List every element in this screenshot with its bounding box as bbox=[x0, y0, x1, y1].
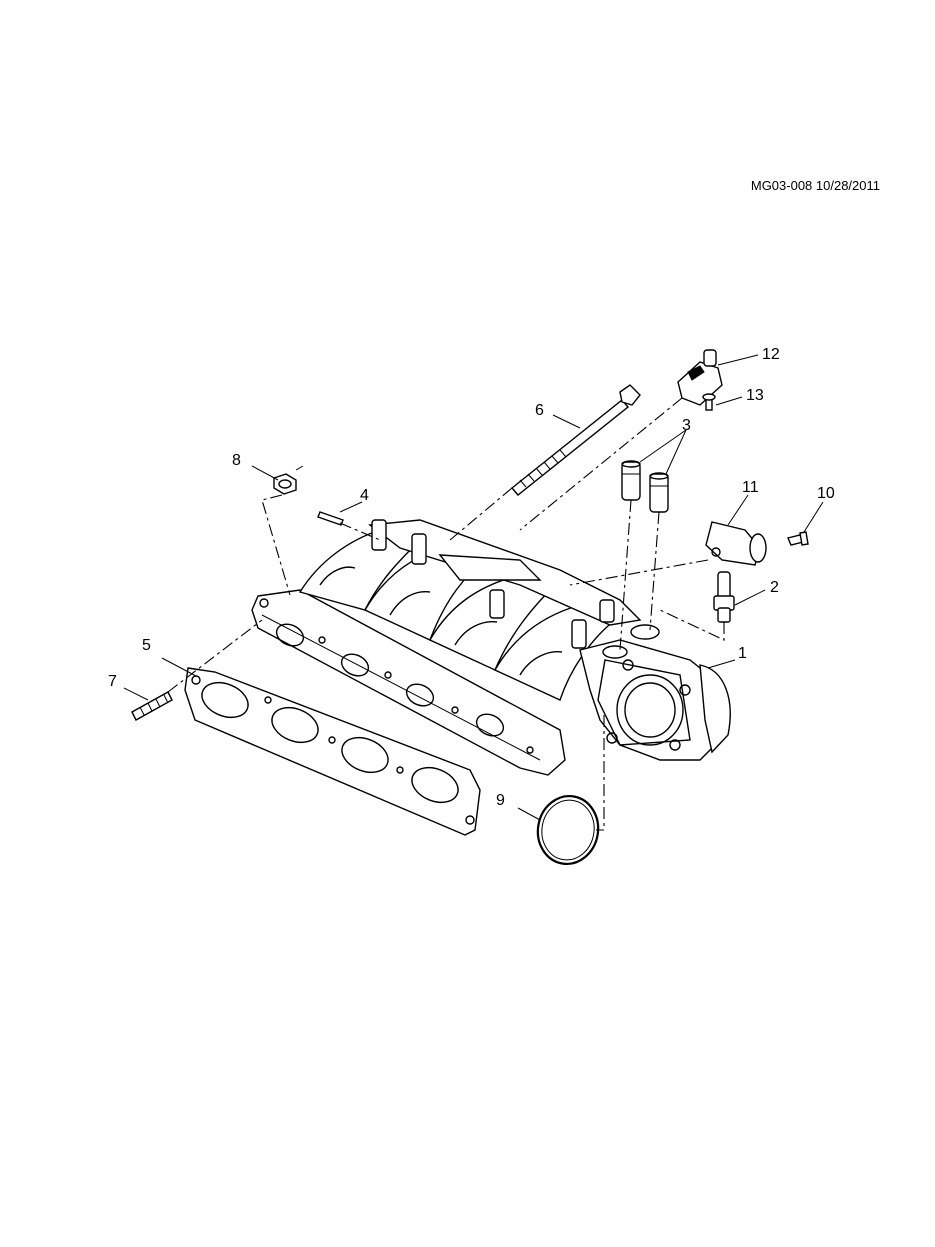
callout-6: 6 bbox=[535, 402, 544, 419]
callout-4: 4 bbox=[360, 487, 369, 504]
callout-12: 12 bbox=[762, 346, 780, 363]
callout-5: 5 bbox=[142, 637, 151, 654]
long-bolt[interactable] bbox=[510, 384, 641, 496]
injector-seals[interactable] bbox=[621, 460, 669, 513]
callout-8: 8 bbox=[232, 452, 241, 469]
assembly-lines bbox=[167, 397, 725, 831]
callout-11: 11 bbox=[742, 479, 759, 496]
vacuum-fitting[interactable] bbox=[713, 571, 735, 623]
intake-manifold[interactable] bbox=[251, 519, 731, 776]
manifold-gasket[interactable] bbox=[184, 667, 481, 836]
callout-7: 7 bbox=[108, 673, 117, 690]
callout-3: 3 bbox=[682, 417, 691, 434]
callout-10: 10 bbox=[817, 485, 835, 502]
callout-1: 1 bbox=[738, 645, 747, 662]
drawing-id-stamp: MG03-008 10/28/2011 bbox=[750, 178, 880, 193]
leader-lines bbox=[123, 354, 824, 821]
callout-2: 2 bbox=[770, 579, 779, 596]
map-sensor-bolt[interactable] bbox=[702, 393, 716, 411]
callout-13: 13 bbox=[746, 387, 764, 404]
sensor-screw[interactable] bbox=[787, 531, 809, 546]
nut[interactable] bbox=[273, 473, 297, 495]
callout-9: 9 bbox=[496, 792, 505, 809]
o-ring[interactable] bbox=[533, 791, 604, 868]
dowel-pin[interactable] bbox=[317, 511, 344, 526]
stud[interactable] bbox=[131, 691, 173, 721]
callout-labels: 1 2 3 4 5 6 7 8 9 10 11 12 13 bbox=[108, 346, 835, 809]
sensor-assembly[interactable] bbox=[705, 521, 767, 566]
